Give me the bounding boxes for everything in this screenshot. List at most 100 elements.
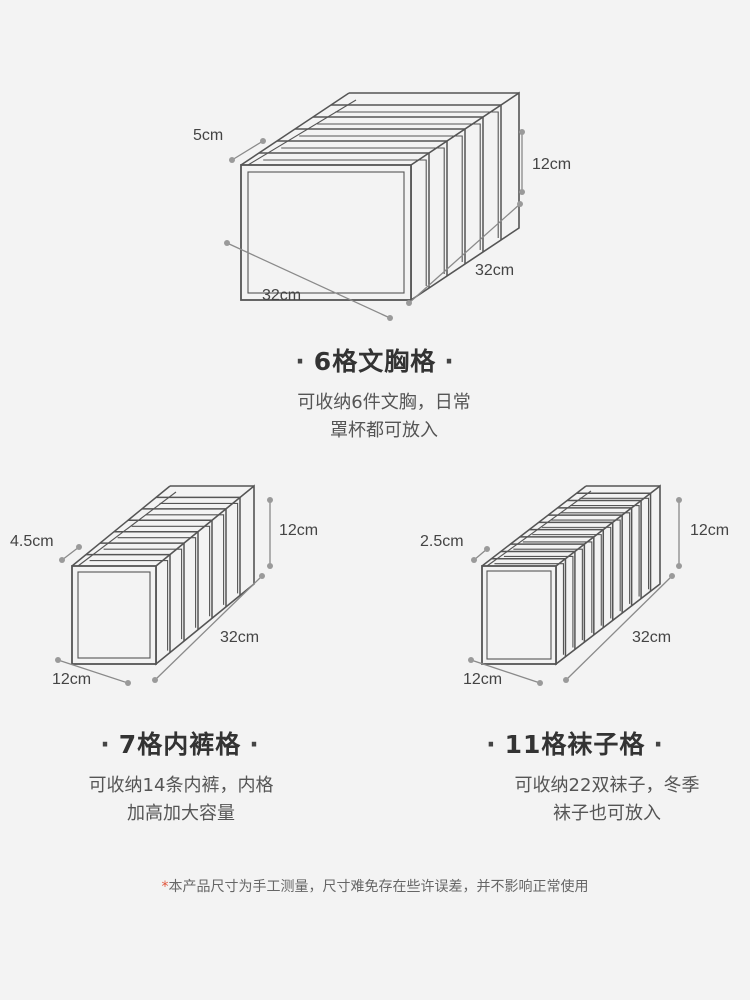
boxes-layer: [55, 91, 682, 686]
divider-panel-2: [500, 550, 576, 650]
divider-panel-inner-8: [560, 512, 631, 604]
box3-depth-dim-end-b: [669, 573, 675, 579]
divider-panel-4: [313, 116, 484, 252]
divider-panel-7: [548, 514, 623, 614]
note-asterisk: *: [161, 879, 169, 895]
box2-width-dim-end-a: [55, 657, 61, 663]
box-front-face-inner: [77, 571, 151, 659]
box1-cell-dim-line: [231, 140, 264, 161]
box3-width-dim-end-a: [468, 657, 474, 663]
box1-width-dim-end-a: [224, 240, 230, 246]
box3-width-dim: [468, 657, 543, 686]
box3-width-dim-end-b: [537, 680, 543, 686]
box2-height-label: 12cm: [279, 522, 319, 539]
organizer-box-1: [240, 91, 520, 302]
box-left-rim: [71, 485, 171, 567]
box3-depth-dim-end-a: [563, 677, 569, 683]
box-left-rim-inner: [77, 491, 177, 567]
divider-panel-inner-5: [145, 514, 225, 605]
box-front-face-inner: [247, 171, 405, 294]
box2-desc-line2: 加高加大容量: [127, 803, 235, 824]
box3-depth-dim-line: [565, 575, 673, 681]
box2-width-dim-line: [57, 659, 129, 684]
divider-panel-inner-2: [503, 555, 574, 648]
box1-desc-line2: 罩杯都可放入: [330, 420, 438, 441]
box1-cell-width-label: 5cm: [193, 127, 224, 144]
divider-panel-inner-6: [159, 502, 239, 594]
divider-panel-4: [519, 536, 595, 635]
box1-cell-dim: [229, 138, 266, 163]
box2-cell-width-label: 4.5cm: [10, 533, 54, 550]
title-dot-right: ·: [444, 347, 455, 376]
box3-height-dim-end-b: [676, 563, 682, 569]
box1-depth-dim-line: [408, 203, 521, 304]
divider-panel-inner-7: [551, 519, 621, 612]
divider-panel-inner-9: [570, 504, 640, 597]
measurement-note: *本产品尺寸为手工测量，尺寸难免存在些许误差，并不影响正常使用: [0, 876, 750, 896]
box3-width-label: 12cm: [463, 671, 503, 688]
box3-title: ·11格袜子格·: [400, 725, 750, 761]
box2-height-dim-end-b: [267, 563, 273, 569]
divider-panel-inner-4: [522, 541, 593, 633]
box1-cell-dim-end-a: [229, 157, 235, 163]
divider-panel-5: [529, 528, 605, 628]
box3-description: 可收纳22双袜子，冬季 袜子也可放入: [400, 772, 750, 828]
box-left-rim-inner: [247, 99, 357, 166]
box1-height-dim-end-b: [519, 189, 525, 195]
divider-panel-4: [128, 519, 213, 619]
divider-panel-inner-2: [103, 548, 183, 640]
title-dot-left: ·: [100, 730, 111, 759]
divider-panel-9: [567, 499, 642, 599]
box3-depth-dim: [563, 573, 675, 683]
box2-desc-line1: 可收纳14条内裤，内格: [88, 775, 274, 796]
box2-height-dim: [267, 497, 273, 569]
divider-panel-3: [295, 128, 466, 264]
divider-panel-inner-5: [335, 111, 499, 238]
divider-panel-inner-4: [317, 123, 481, 250]
box2-cell-dim: [59, 544, 82, 563]
box1-depth-dim-end-b: [517, 201, 523, 207]
box-front-face-inner: [486, 570, 552, 660]
divider-panel-inner-3: [513, 548, 583, 641]
box2-title: ·7格内裤格·: [0, 725, 360, 761]
box3-height-dim-end-a: [676, 497, 682, 503]
box3-cell-dim-end-a: [471, 557, 477, 563]
box2-title-text: 7格内裤格: [118, 730, 242, 759]
box1-height-dim: [519, 129, 525, 195]
divider-panel-1: [259, 152, 430, 288]
box2-depth-dim-line: [154, 575, 263, 681]
box1-description: 可收纳6件文胸，日常 罩杯都可放入: [0, 389, 750, 445]
divider-panel-inner-3: [299, 135, 463, 262]
divider-panel-2: [100, 542, 185, 642]
box2-width-dim-end-b: [125, 680, 131, 686]
box1-title: ·6格文胸格·: [0, 342, 750, 378]
divider-panel-inner-6: [541, 526, 612, 619]
box1-depth-label: 32cm: [475, 262, 515, 279]
box1-width-dim: [224, 240, 393, 321]
divider-panel-inner-1: [263, 159, 427, 286]
box-left-rim-inner: [486, 490, 592, 567]
divider-panel-inner-4: [131, 525, 211, 617]
box-left-rim: [240, 92, 350, 166]
box3-desc-line1: 可收纳22双袜子，冬季: [514, 775, 700, 796]
box1-cell-dim-end-b: [260, 138, 266, 144]
box2-depth-dim: [152, 573, 265, 683]
box2-width-label: 12cm: [52, 671, 92, 688]
box-left-rim: [481, 485, 587, 567]
note-text: 本产品尺寸为手工测量，尺寸难免存在些许误差，并不影响正常使用: [168, 879, 589, 895]
divider-panel-inner-2: [281, 147, 445, 274]
divider-panel-6: [156, 496, 241, 596]
box3-height-label: 12cm: [690, 522, 730, 539]
divider-panel-inner-1: [89, 560, 169, 651]
box2-width-dim: [55, 657, 131, 686]
title-dot-right: ·: [249, 730, 260, 759]
box1-depth-dim-end-a: [406, 300, 412, 306]
divider-panel-6: [538, 521, 614, 621]
box3-cell-dim: [471, 546, 490, 563]
organizer-box-2: [71, 484, 255, 666]
divider-panel-5: [142, 508, 227, 607]
divider-panel-5: [331, 104, 502, 240]
box3-depth-label: 32cm: [632, 629, 672, 646]
box3-width-dim-line: [470, 659, 541, 684]
box3-title-text: 11格袜子格: [504, 730, 646, 759]
